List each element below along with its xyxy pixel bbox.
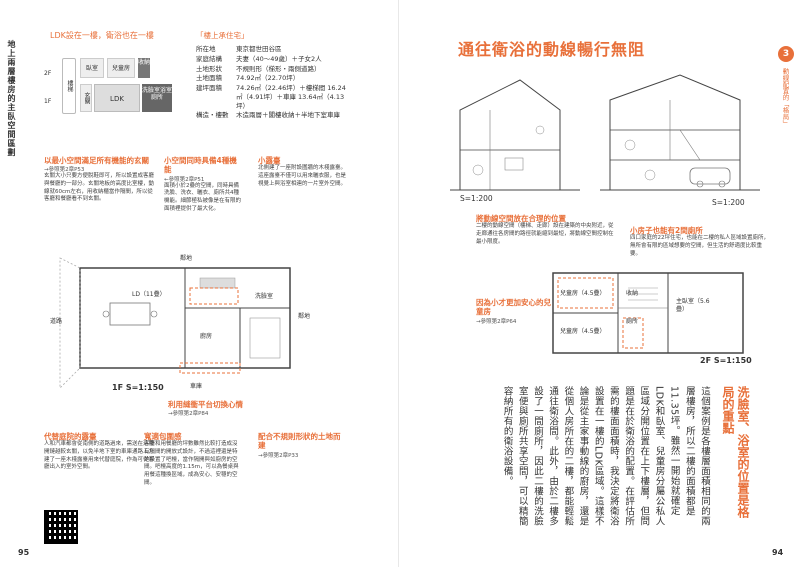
plan-label-kids-1: 兒童房（4.5疊） (560, 290, 606, 297)
callout-title: 因為小才更加安心的兒童房 (476, 298, 551, 317)
callout-title: 利用縫衝平台切換心情 (168, 400, 243, 409)
plan-label-ld: LD（11疊） (132, 291, 166, 298)
plan-label-toilet: 廁所 (626, 318, 639, 325)
stair-label: 樓梯 (66, 80, 74, 92)
spec-value: 74.26㎡（22.46坪）＋樓梯間 16.24㎡（4.91坪）＋車庫 13.6… (236, 84, 346, 110)
plan-label-storage: 收納 (626, 290, 639, 297)
callout-irregular-site: 配合不規則形狀的土地而建 →參照第2章P33 (258, 432, 346, 459)
callout-two-toilets: 小房子也能有2間廁所 四口家庭的22坪住宅，也能在二樓的私人區域設置廁所，無所會… (630, 226, 770, 258)
callout-ref: →參照第2章P84 (168, 411, 209, 418)
essay-title: 洗臉室、浴室的位置是格局的重點 (721, 386, 750, 518)
left-side-title: 地上兩層樓房的主臥空間區劃 (7, 40, 16, 157)
spec-row: 家庭結構 夫妻（40～49歲）＋子女2人 (196, 55, 346, 64)
callout-ref: →參照第2章P53 (44, 167, 85, 174)
entrance-block: 玄關 (80, 84, 92, 112)
plan-label-garage: 車庫 (190, 382, 202, 390)
callout-title: 小露臺 (258, 156, 281, 165)
plan-label-road: 道路 (50, 317, 62, 325)
callout-entrance: 以最小空間滿足所有機能的玄關 →參照第2章P53 玄關大小只要方便脫鞋即可，所以… (44, 156, 154, 204)
spec-value: 不規則形（梯形・兩側道路） (236, 64, 321, 73)
spec-table: 「樓上承住宅」 所在地 東京都世田谷區家庭結構 夫妻（40～49歲）＋子女2人土地形… (196, 30, 346, 121)
callout-platform: 利用縫衝平台切換心情 →參照第2章P84 (168, 400, 248, 417)
callout-title: 配合不規則形狀的土地而建 (258, 432, 341, 451)
closet-block: 收納 (138, 58, 150, 78)
floor-plan-1f: LD（11疊） 廚房 洗臉室 道路 鄰地 鄰地 車庫 (50, 254, 310, 390)
callout-body: 二樓的動線空間（樓梯、走廊）設在建築的中央附近，從走廊通往各房間的路徑就能縮到最… (476, 223, 614, 245)
chapter-number: 3 (778, 46, 794, 62)
diagram-title: LDK設在一樓，衛浴也在一樓 (50, 31, 154, 40)
left-page: 地上兩層樓房的主臥空間區劃 LDK設在一樓，衛浴也在一樓 2F 1F 樓梯 臥室… (0, 0, 399, 567)
section-scale-right: S=1:200 (712, 198, 745, 207)
spec-value: 夫妻（40～49歲）＋子女2人 (236, 54, 322, 63)
spec-key: 建坪面積 (196, 84, 222, 93)
callout-body: 玄關大小只要方便脫鞋即可，所以設置成客廳與餐廳的一部分。玄關地板的高度比室樓，動… (44, 173, 155, 203)
spec-key: 所在地 (196, 45, 216, 53)
callout-body: 人和汽車都會從南側的道路過來，需送在這種開鏈越較玄關，以免半地下室的車庫通路上方… (44, 441, 155, 471)
callout-ref: ←參照第2章P51 (164, 176, 205, 183)
spec-value: 74.92㎡（22.70坪） (236, 74, 300, 83)
callout-circulation: 將動線空間放在合理的位置 二樓的動線空間（樓梯、走廊）設在建築的中央附近，從走廊… (476, 214, 616, 246)
callout-kids-room: 因為小才更加安心的兒童房 →參照第2章P64 (476, 298, 556, 325)
callout-body: 四口家庭的22坪住宅，也能在二樓的私人區域設置廁所，無所會有限的區域想要的空間，… (630, 235, 770, 257)
ldk-block: LDK (94, 84, 140, 112)
right-page: 通往衛浴的動線暢行無阻 3 動線配置的「格局」 S=1:200 S=1:200 … (400, 0, 799, 567)
callout-title: 代替庭院的露臺 (44, 432, 97, 441)
spec-row: 土地形狀 不規則形（梯形・兩側道路） (196, 65, 346, 74)
floor-plan-2f (552, 272, 744, 354)
section-scale-left: S=1:200 (460, 194, 493, 203)
spec-title: 「樓上承住宅」 (196, 31, 249, 40)
page-number-left: 95 (18, 548, 30, 557)
spec-value: 東京都世田谷區 (236, 45, 282, 53)
spec-row: 土地面積 74.92㎡（22.70坪） (196, 74, 346, 83)
plan-label-bath: 洗臉室 (255, 292, 273, 300)
spec-row: 構造・樓數木造兩層＋閣樓收納＋半地下室車庫 (196, 111, 346, 120)
entrance-label: 玄關 (83, 92, 91, 104)
spec-key: 構造・樓數 (196, 111, 229, 120)
callout-title: 小房子也能有2間廁所 (630, 226, 703, 235)
bedroom-block: 臥室 (80, 58, 104, 78)
callout-ref: →參照第2章P33 (258, 452, 299, 459)
callout-body: 客廳和用餐廳的坪數雖然比較打造成沒有隔間的開放式設計，不過這裡還是特地設置了吧檯… (144, 441, 239, 486)
plan-label-kids-2: 兒童房（4.5疊） (560, 328, 606, 335)
callout-title: 小空間同時具備4種機能 (164, 156, 237, 175)
plan-label-master: 主臥室（5.6疊） (676, 298, 710, 314)
callout-title: 以最小空間滿足所有機能的玄關 (44, 156, 149, 165)
zoning-diagram: 2F 1F 樓梯 臥室 兒童房 收納 玄關 LDK 洗臉室浴室廁所 (32, 48, 182, 120)
callout-small-terrace: 小露臺 北側建了一座附設圍牆的木棧露臺。這座露臺不僅可以用來曬衣服，也是視覺上與… (258, 156, 346, 188)
right-side-title: 動線配置的「格局」 (781, 68, 789, 127)
spec-value: 木造兩層＋閣樓收納＋半地下室車庫 (236, 111, 340, 120)
callout-title: 將動線空間放在合理的位置 (476, 214, 566, 223)
section-drawings (450, 74, 760, 191)
bath-block: 洗臉室浴室廁所 (142, 84, 172, 112)
spec-rows: 所在地 東京都世田谷區家庭結構 夫妻（40～49歲）＋子女2人土地形狀 不規則形（梯形… (196, 45, 346, 120)
callout-ref: →參照第2章P64 (476, 318, 517, 325)
plan-scale-1f: 1F S=1:150 (112, 383, 164, 392)
callout-enclosure: 寬適包圍感 客廳和用餐廳的坪數雖然比較打造成沒有隔間的開放式設計，不過這裡還是特… (144, 432, 242, 488)
spec-key: 土地面積 (196, 74, 222, 83)
floor-label-1f: 1F (44, 98, 52, 105)
essay-body: 這個案例是各樓層面積相同的兩層樓房，所以二樓的面積都是11.35坪。雖然一開始就… (501, 386, 710, 527)
kids-room-block: 兒童房 (107, 58, 135, 78)
plan-scale-2f: 2F S=1:150 (700, 356, 752, 365)
callout-body: 北側建了一座附設圍牆的木棧露臺。這座露臺不僅可以用來曬衣服，也是視覺上與浴室相連… (258, 165, 347, 187)
spec-row: 所在地 東京都世田谷區 (196, 45, 346, 54)
spec-key: 土地形狀 (196, 64, 222, 73)
callout-title: 寬適包圍感 (144, 432, 182, 441)
qr-code[interactable] (44, 510, 78, 544)
callout-body: 面積小於2疊的空間，同時具備洗臉、洗衣、曬衣、廁所共4種機能。細節極私被像是在有… (164, 182, 242, 212)
plan-label-neighbor-2: 鄰地 (298, 312, 310, 320)
floor-label-2f: 2F (44, 70, 52, 77)
spec-key: 家庭結構 (196, 54, 222, 63)
callout-multi-function: 小空間同時具備4種機能 ←參照第2章P51 面積小於2疊的空間，同時具備洗臉、洗… (164, 156, 244, 214)
page-title: 通往衛浴的動線暢行無阻 (458, 40, 646, 59)
stair-block: 樓梯 (62, 58, 76, 114)
callout-terrace: 代替庭院的露臺 人和汽車都會從南側的道路過來，需送在這種開鏈越較玄關，以免半地下… (44, 432, 154, 472)
plan-label-neighbor: 鄰地 (180, 254, 192, 262)
spec-row: 建坪面積 74.26㎡（22.46坪）＋樓梯間 16.24㎡（4.91坪）＋車庫 … (196, 84, 346, 110)
page-number-right: 94 (772, 548, 784, 557)
plan-label-kitchen: 廚房 (200, 332, 212, 340)
